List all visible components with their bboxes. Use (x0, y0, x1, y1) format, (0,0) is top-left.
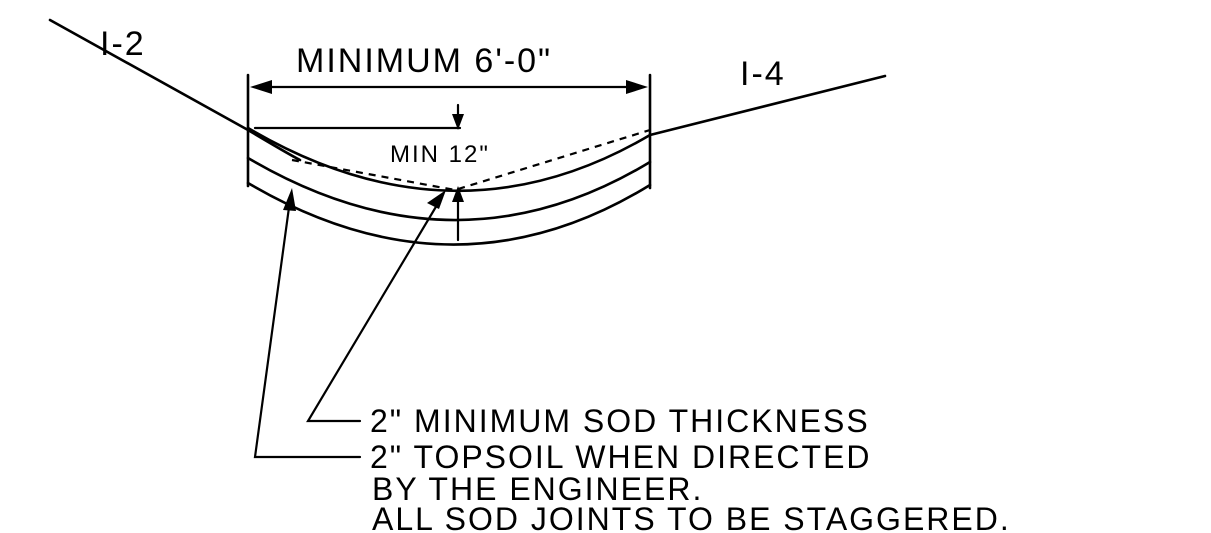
topsoil-note-arrow (283, 188, 296, 211)
topsoil-note-leader (253, 198, 362, 459)
ground-surface-curve (246, 126, 652, 193)
topsoil-note-line-2: BY THE ENGINEER. (372, 471, 703, 507)
topsoil-note-line-1: 2" TOPSOIL WHEN DIRECTED (370, 439, 872, 475)
depth-upper-arrow (452, 114, 464, 130)
topsoil-layer-bottom-curve (246, 181, 652, 246)
right-line-label: I-4 (740, 55, 786, 93)
width-dimension-left-arrow (250, 80, 272, 94)
sod-joints-note: ALL SOD JOINTS TO BE STAGGERED. (372, 501, 1011, 533)
left-line-label: I-2 (100, 25, 146, 63)
original-grade-dashed-line (291, 128, 651, 192)
right-slope-line (648, 74, 887, 137)
depth-lower-arrow (452, 186, 464, 202)
depth-dimension-label: MIN 12" (390, 141, 490, 168)
sod-layer-bottom-curve (246, 156, 652, 222)
sod-thickness-note: 2" MINIMUM SOD THICKNESS (370, 403, 870, 439)
width-dimension-right-arrow (626, 80, 648, 94)
sod-note-leader (306, 198, 442, 423)
sod-note-arrow (427, 190, 446, 209)
width-dimension-label: MINIMUM 6'-0" (296, 42, 552, 80)
